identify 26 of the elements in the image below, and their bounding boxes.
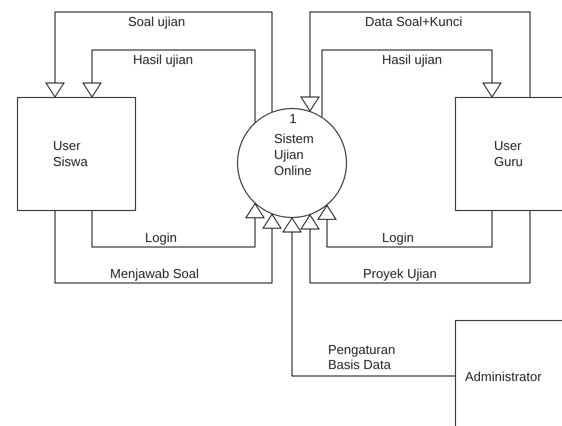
arrow	[282, 218, 456, 376]
arrow	[318, 204, 492, 248]
process-number: 1	[288, 111, 298, 127]
node-label: User Guru	[494, 138, 524, 170]
arrow	[82, 50, 256, 123]
arrow	[300, 12, 530, 112]
edge-label: Login	[382, 230, 414, 245]
arrow	[300, 210, 530, 284]
edge-label: Menjawab Soal	[110, 266, 199, 281]
edge-label: Hasil ujian	[133, 52, 193, 67]
node-label: Administrator	[465, 369, 543, 385]
arrow	[46, 12, 272, 112]
node-label: Sistem Ujian Online	[274, 131, 315, 179]
edge-label: Soal ujian	[128, 14, 186, 29]
arrow	[322, 50, 502, 118]
entity-box	[455, 320, 562, 426]
entity-box	[17, 97, 136, 211]
arrow	[54, 210, 282, 284]
edge-label: Pengaturan Basis Data	[328, 342, 396, 372]
edge-label: Hasil ujian	[382, 52, 442, 67]
arrow	[92, 203, 264, 248]
edge-label: Data Soal+Kunci	[365, 14, 462, 29]
edge-label: Proyek Ujian	[363, 266, 437, 281]
edge-label: Login	[145, 230, 177, 245]
entity-box	[455, 97, 562, 211]
node-label: User Siswa	[53, 138, 89, 170]
